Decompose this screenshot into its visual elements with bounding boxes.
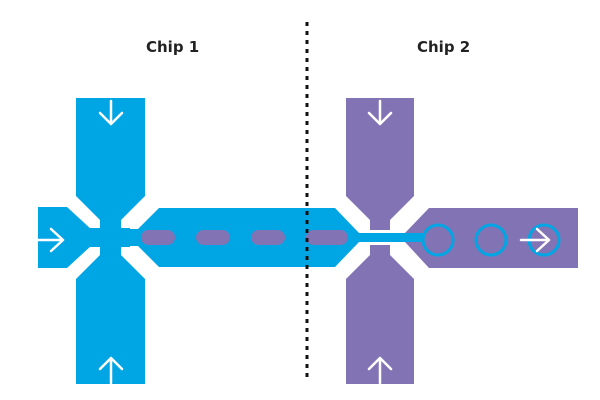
arrow-down-icon — [98, 99, 124, 126]
chip-1-bottom-inlet — [76, 245, 145, 384]
chip-2-top-inlet — [346, 98, 414, 230]
droplet-ring — [421, 223, 455, 257]
chip-1-outlet-channel — [130, 208, 359, 267]
droplet — [141, 230, 175, 245]
arrow-right-icon — [36, 227, 65, 253]
transfer-channel — [355, 233, 427, 242]
arrow-up-icon — [98, 356, 124, 385]
arrow-down-icon — [367, 99, 393, 126]
connecting-channel — [88, 233, 140, 242]
chip-1-top-inlet — [76, 98, 145, 230]
arrow-up-icon — [367, 356, 393, 385]
chip-2-bottom-inlet — [346, 245, 414, 384]
chip-2-label: Chip 2 — [417, 38, 471, 56]
arrow-right-icon — [519, 227, 551, 253]
droplet — [251, 230, 285, 245]
chip-1-label: Chip 1 — [146, 38, 200, 56]
droplet — [196, 230, 230, 245]
chip-1-inlet-left — [38, 207, 92, 268]
droplet-ring — [474, 223, 508, 257]
droplet — [306, 230, 348, 245]
droplets-chip-1 — [141, 230, 348, 245]
